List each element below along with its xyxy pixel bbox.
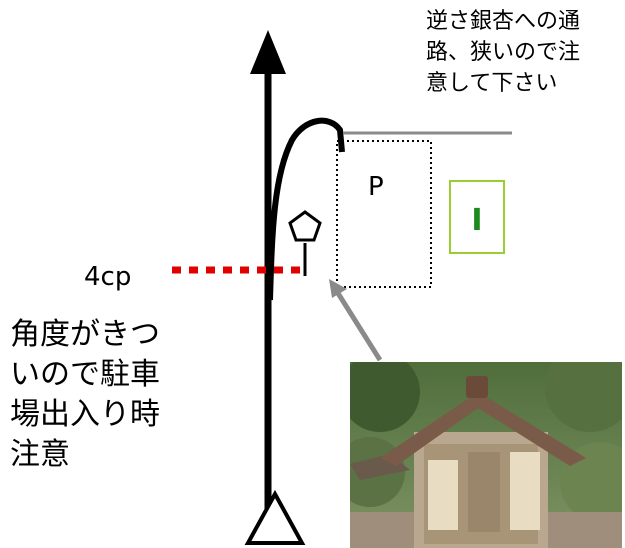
- caution-line: いので駐車: [10, 357, 160, 392]
- photo-pointer-arrowhead: [329, 279, 347, 298]
- shrine-hut-photo: [350, 362, 622, 548]
- pentagon-flag-icon: [288, 210, 322, 276]
- caution-line: 場出入り時: [10, 397, 160, 432]
- info-marker-label: I: [471, 203, 482, 238]
- triangle-icon: [244, 489, 306, 545]
- photo-pointer-line: [333, 288, 383, 362]
- parking-label: P: [368, 172, 384, 202]
- parking-entrance-curve: [267, 117, 345, 301]
- road-note-line: 意して下さい: [426, 71, 558, 96]
- caution-note: 角度がきつ いので駐車 場出入り時 注意: [10, 315, 160, 475]
- parking-area: [336, 140, 432, 288]
- checkpoint-label: 4cp: [84, 262, 132, 292]
- info-box: [449, 180, 505, 254]
- road-note-line: 路、狭いので注: [426, 40, 581, 65]
- road-note: 逆さ銀杏への通 路、狭いので注 意して下さい: [426, 6, 580, 99]
- caution-line: 注意: [10, 437, 70, 472]
- caution-line: 角度がきつ: [10, 317, 160, 352]
- arrow-up-icon: [250, 30, 286, 74]
- road-note-line: 逆さ銀杏への通: [426, 9, 581, 34]
